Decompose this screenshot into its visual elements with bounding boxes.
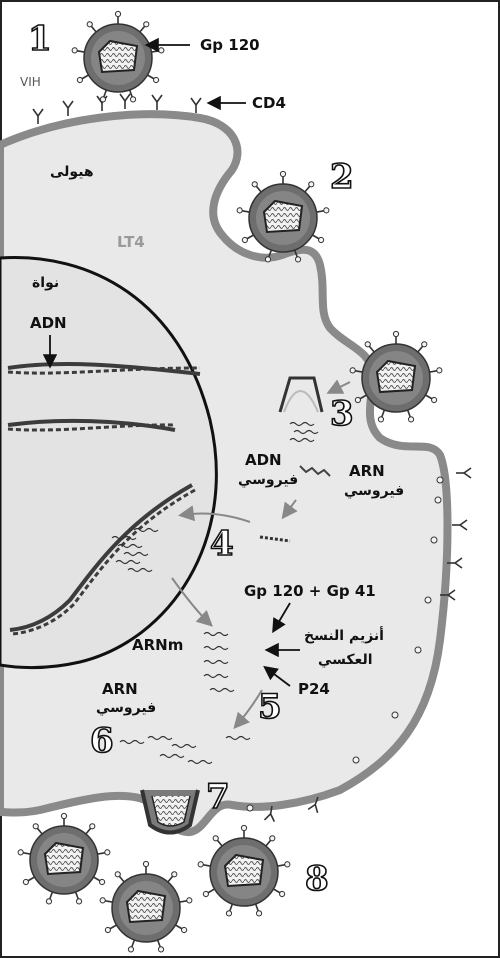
label-viral-adn-ar: فيروسي	[238, 472, 298, 488]
label-cytoplasm: هيولى	[50, 164, 94, 180]
label-viral-arn-ar: فيروسي	[344, 483, 404, 499]
step-number-7: 7	[206, 777, 230, 817]
step-number-1: 1	[28, 19, 52, 59]
label-arn-viral-low-ar: فيروسي	[96, 700, 156, 716]
label-vih: VIH	[20, 75, 41, 89]
step-number-6: 6	[90, 721, 114, 761]
label-viral-adn: ADN	[245, 451, 282, 469]
label-arn-viral-low: ARN	[102, 680, 138, 698]
step-number-2: 2	[330, 157, 354, 197]
label-reverse-transcriptase-1: أنزيم النسخ	[304, 626, 384, 644]
budding-virion	[142, 790, 198, 833]
label-gp120: Gp 120	[200, 36, 260, 54]
label-lt4: LT4	[117, 233, 145, 251]
step-number-5: 5	[258, 687, 282, 727]
label-reverse-transcriptase-2: العكسي	[318, 652, 373, 668]
label-gp120-gp41: Gp 120 + Gp 41	[244, 582, 376, 600]
label-adn-nucleus: ADN	[30, 314, 67, 332]
label-p24: P24	[298, 680, 330, 698]
step-number-4: 4	[210, 524, 234, 564]
label-cd4: CD4	[252, 94, 286, 112]
label-viral-arn: ARN	[349, 462, 385, 480]
step-number-3: 3	[330, 394, 354, 434]
step-number-8: 8	[305, 859, 329, 899]
label-nucleus: نواة	[32, 275, 59, 291]
label-arnm: ARNm	[132, 636, 183, 654]
